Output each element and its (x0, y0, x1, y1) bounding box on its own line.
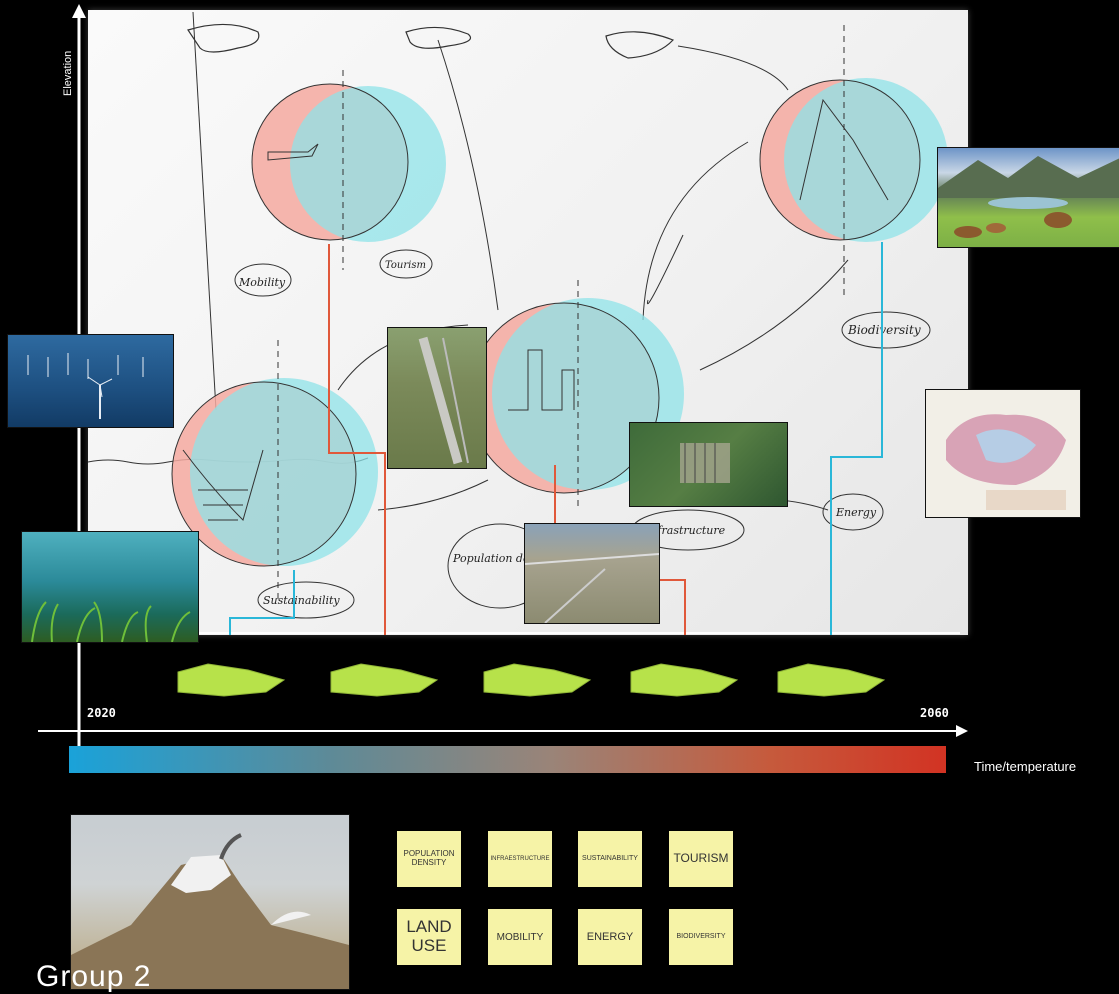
town-aerial-photo (524, 523, 660, 624)
label-infrastructure: Infrastructure (645, 524, 726, 537)
year-end: 2060 (920, 706, 949, 720)
mountain-village-photo (629, 422, 788, 507)
venn-mobility-tourism (251, 70, 446, 270)
cloud-sketch (187, 23, 260, 53)
oval-biodiversity (841, 311, 931, 349)
elevation-arrowhead (72, 4, 86, 18)
oval-sustainability (257, 581, 355, 619)
venn-biodiversity (759, 25, 948, 300)
village-icon (680, 443, 730, 483)
cloud-sketch (605, 31, 675, 59)
region-map-icon (630, 663, 739, 697)
sticky-note: SUSTAINABILITY (578, 831, 642, 887)
pencil-line (437, 39, 499, 311)
pencil-arrow (377, 479, 489, 511)
offshore-wind-photo (7, 334, 174, 428)
sketch-board: Mobility Tourism Biodiversity Sustainabi… (87, 10, 968, 663)
time-temperature-gradient (69, 746, 946, 773)
seagrass-photo (21, 531, 199, 643)
region-map-icon (177, 663, 286, 697)
oval-energy (822, 493, 884, 531)
sticky-note: TOURISM (669, 831, 733, 887)
time-arrowhead (956, 725, 968, 737)
sticky-note: MOBILITY (488, 909, 552, 965)
sticky-note: LAND USE (397, 909, 461, 965)
label-sustainability: Sustainability (263, 594, 340, 607)
pencil-line (677, 45, 789, 91)
airport-photo (387, 327, 487, 469)
year-start: 2020 (87, 706, 116, 720)
sticky-note: BIODIVERSITY (669, 909, 733, 965)
mountain-cows-photo (937, 147, 1119, 248)
pencil-arrow (646, 234, 684, 305)
geologic-map-photo (925, 389, 1081, 518)
sticky-note: INFRAESTRUCTURE (488, 831, 552, 887)
cloud-sketch (405, 26, 472, 49)
region-map-icon (330, 663, 439, 697)
seagrass-icon (31, 601, 191, 642)
group-title: Group 2 (36, 960, 152, 993)
connector-red (328, 244, 386, 663)
time-temperature-label: Time/temperature (974, 759, 1077, 774)
venn-sustainability (171, 340, 378, 600)
label-tourism: Tourism (385, 260, 426, 271)
label-energy: Energy (835, 506, 877, 519)
pencil-arrow (642, 141, 749, 321)
volcano-icon (71, 833, 349, 989)
label-biodiversity: Biodiversity (847, 323, 921, 337)
runway-icon (418, 336, 469, 465)
sketch-drawing: Mobility Tourism Biodiversity Sustainabi… (87, 11, 960, 663)
wind-turbines-icon (27, 353, 144, 419)
oval-mobility (234, 263, 292, 297)
sticky-note: ENERGY (578, 909, 642, 965)
region-map-icon (777, 663, 886, 697)
map-icon (946, 414, 1066, 510)
pencil-line (192, 11, 217, 411)
connector-blue (830, 242, 883, 663)
region-map-icon (483, 663, 592, 697)
pencil-arrow (699, 259, 849, 371)
label-mobility: Mobility (238, 276, 286, 289)
cows-icon (938, 156, 1119, 238)
town-icon (525, 553, 659, 623)
sticky-note: POPULATION DENSITY (397, 831, 461, 887)
mountain-illustration (70, 814, 350, 990)
oval-tourism (379, 249, 433, 279)
